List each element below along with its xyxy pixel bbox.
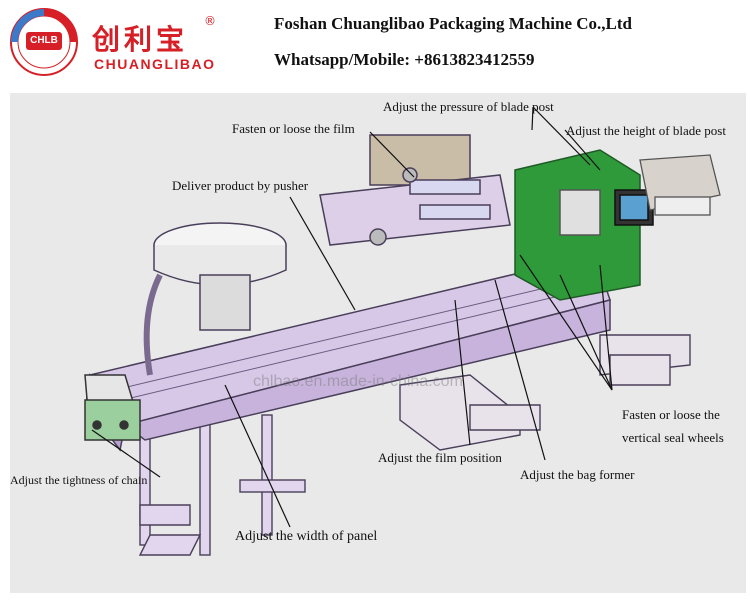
- feed-bowl: [143, 222, 287, 376]
- company-logo: 创利宝 ® CHUANGLIBAO: [8, 6, 268, 78]
- label-fasten-film: Fasten or loose the film: [232, 121, 355, 136]
- machine-diagram: chlbao.en.made-in-china.com Adjust the p…: [0, 85, 750, 600]
- registered-mark: ®: [204, 14, 216, 28]
- left-stand: [138, 414, 306, 556]
- header: 创利宝 ® CHUANGLIBAO Foshan Chuanglibao Pac…: [0, 0, 750, 85]
- label-panel-width: Adjust the width of panel: [235, 529, 378, 544]
- right-base: [399, 334, 691, 451]
- logo-badge-text: CHLB: [30, 35, 58, 46]
- contact-info: Whatsapp/Mobile: +8613823412559: [274, 50, 535, 69]
- logo-emblem: [10, 8, 78, 76]
- label-seal-wheels-line2: vertical seal wheels: [622, 430, 724, 445]
- label-chain-tightness: Adjust the tightness of chain: [10, 473, 148, 487]
- company-name: Foshan Chuanglibao Packaging Machine Co.…: [274, 14, 633, 33]
- label-deliver-product: Deliver product by pusher: [172, 178, 309, 193]
- label-height-blade-post: Adjust the height of blade post: [566, 123, 726, 138]
- film-roll-housing: [319, 134, 511, 246]
- seal-head: [514, 149, 654, 301]
- output-hood: [639, 154, 721, 216]
- label-pressure-blade-post: Adjust the pressure of blade post: [383, 99, 554, 114]
- machine-illustration: [10, 93, 746, 593]
- label-film-position: Adjust the film position: [378, 450, 502, 465]
- watermark: chlbao.en.made-in-china.com: [253, 373, 463, 390]
- callout-lines: [91, 106, 613, 528]
- label-bag-former: Adjust the bag former: [520, 467, 635, 482]
- brand-chinese-name: 创利宝: [92, 23, 189, 56]
- chain-housing: [84, 374, 141, 441]
- brand-english-name: CHUANGLIBAO: [94, 56, 216, 72]
- label-seal-wheels-line1: Fasten or loose the: [622, 407, 720, 422]
